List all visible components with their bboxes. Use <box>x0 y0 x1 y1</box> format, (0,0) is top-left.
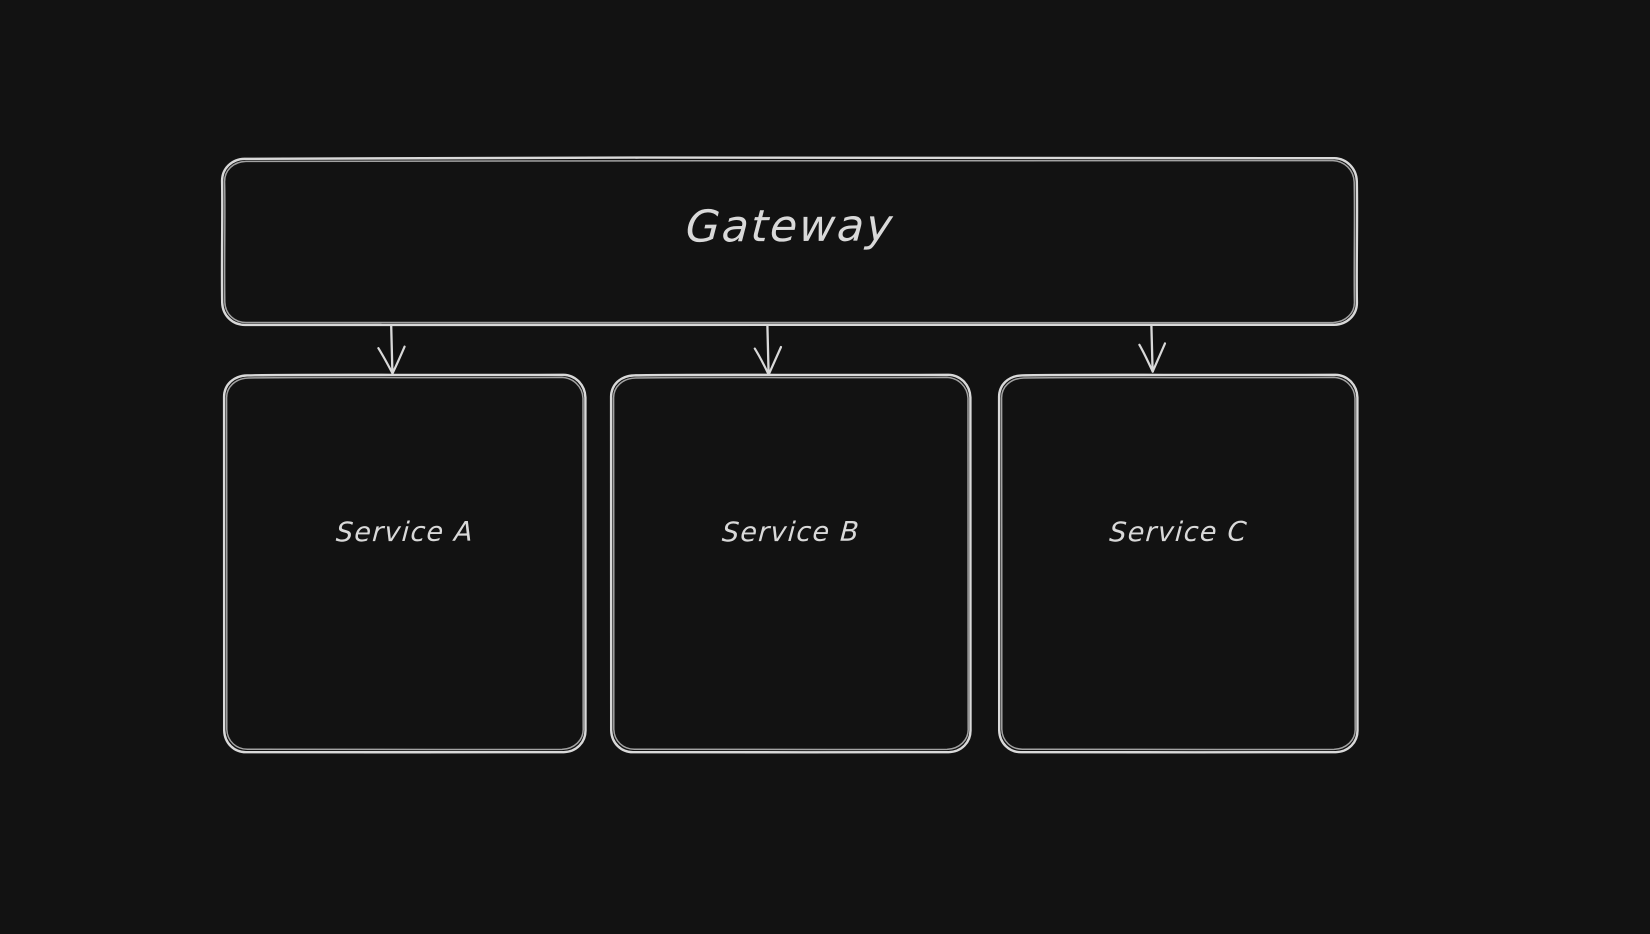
service-c-node[interactable] <box>1000 375 1357 752</box>
edge-gateway-to-service-b <box>753 324 783 376</box>
gateway-node[interactable] <box>222 158 1357 325</box>
service-a-node[interactable] <box>225 375 585 752</box>
edge-gateway-to-service-a <box>377 324 406 375</box>
service-b-node[interactable] <box>612 375 970 752</box>
edge-gateway-to-service-c <box>1138 324 1167 373</box>
